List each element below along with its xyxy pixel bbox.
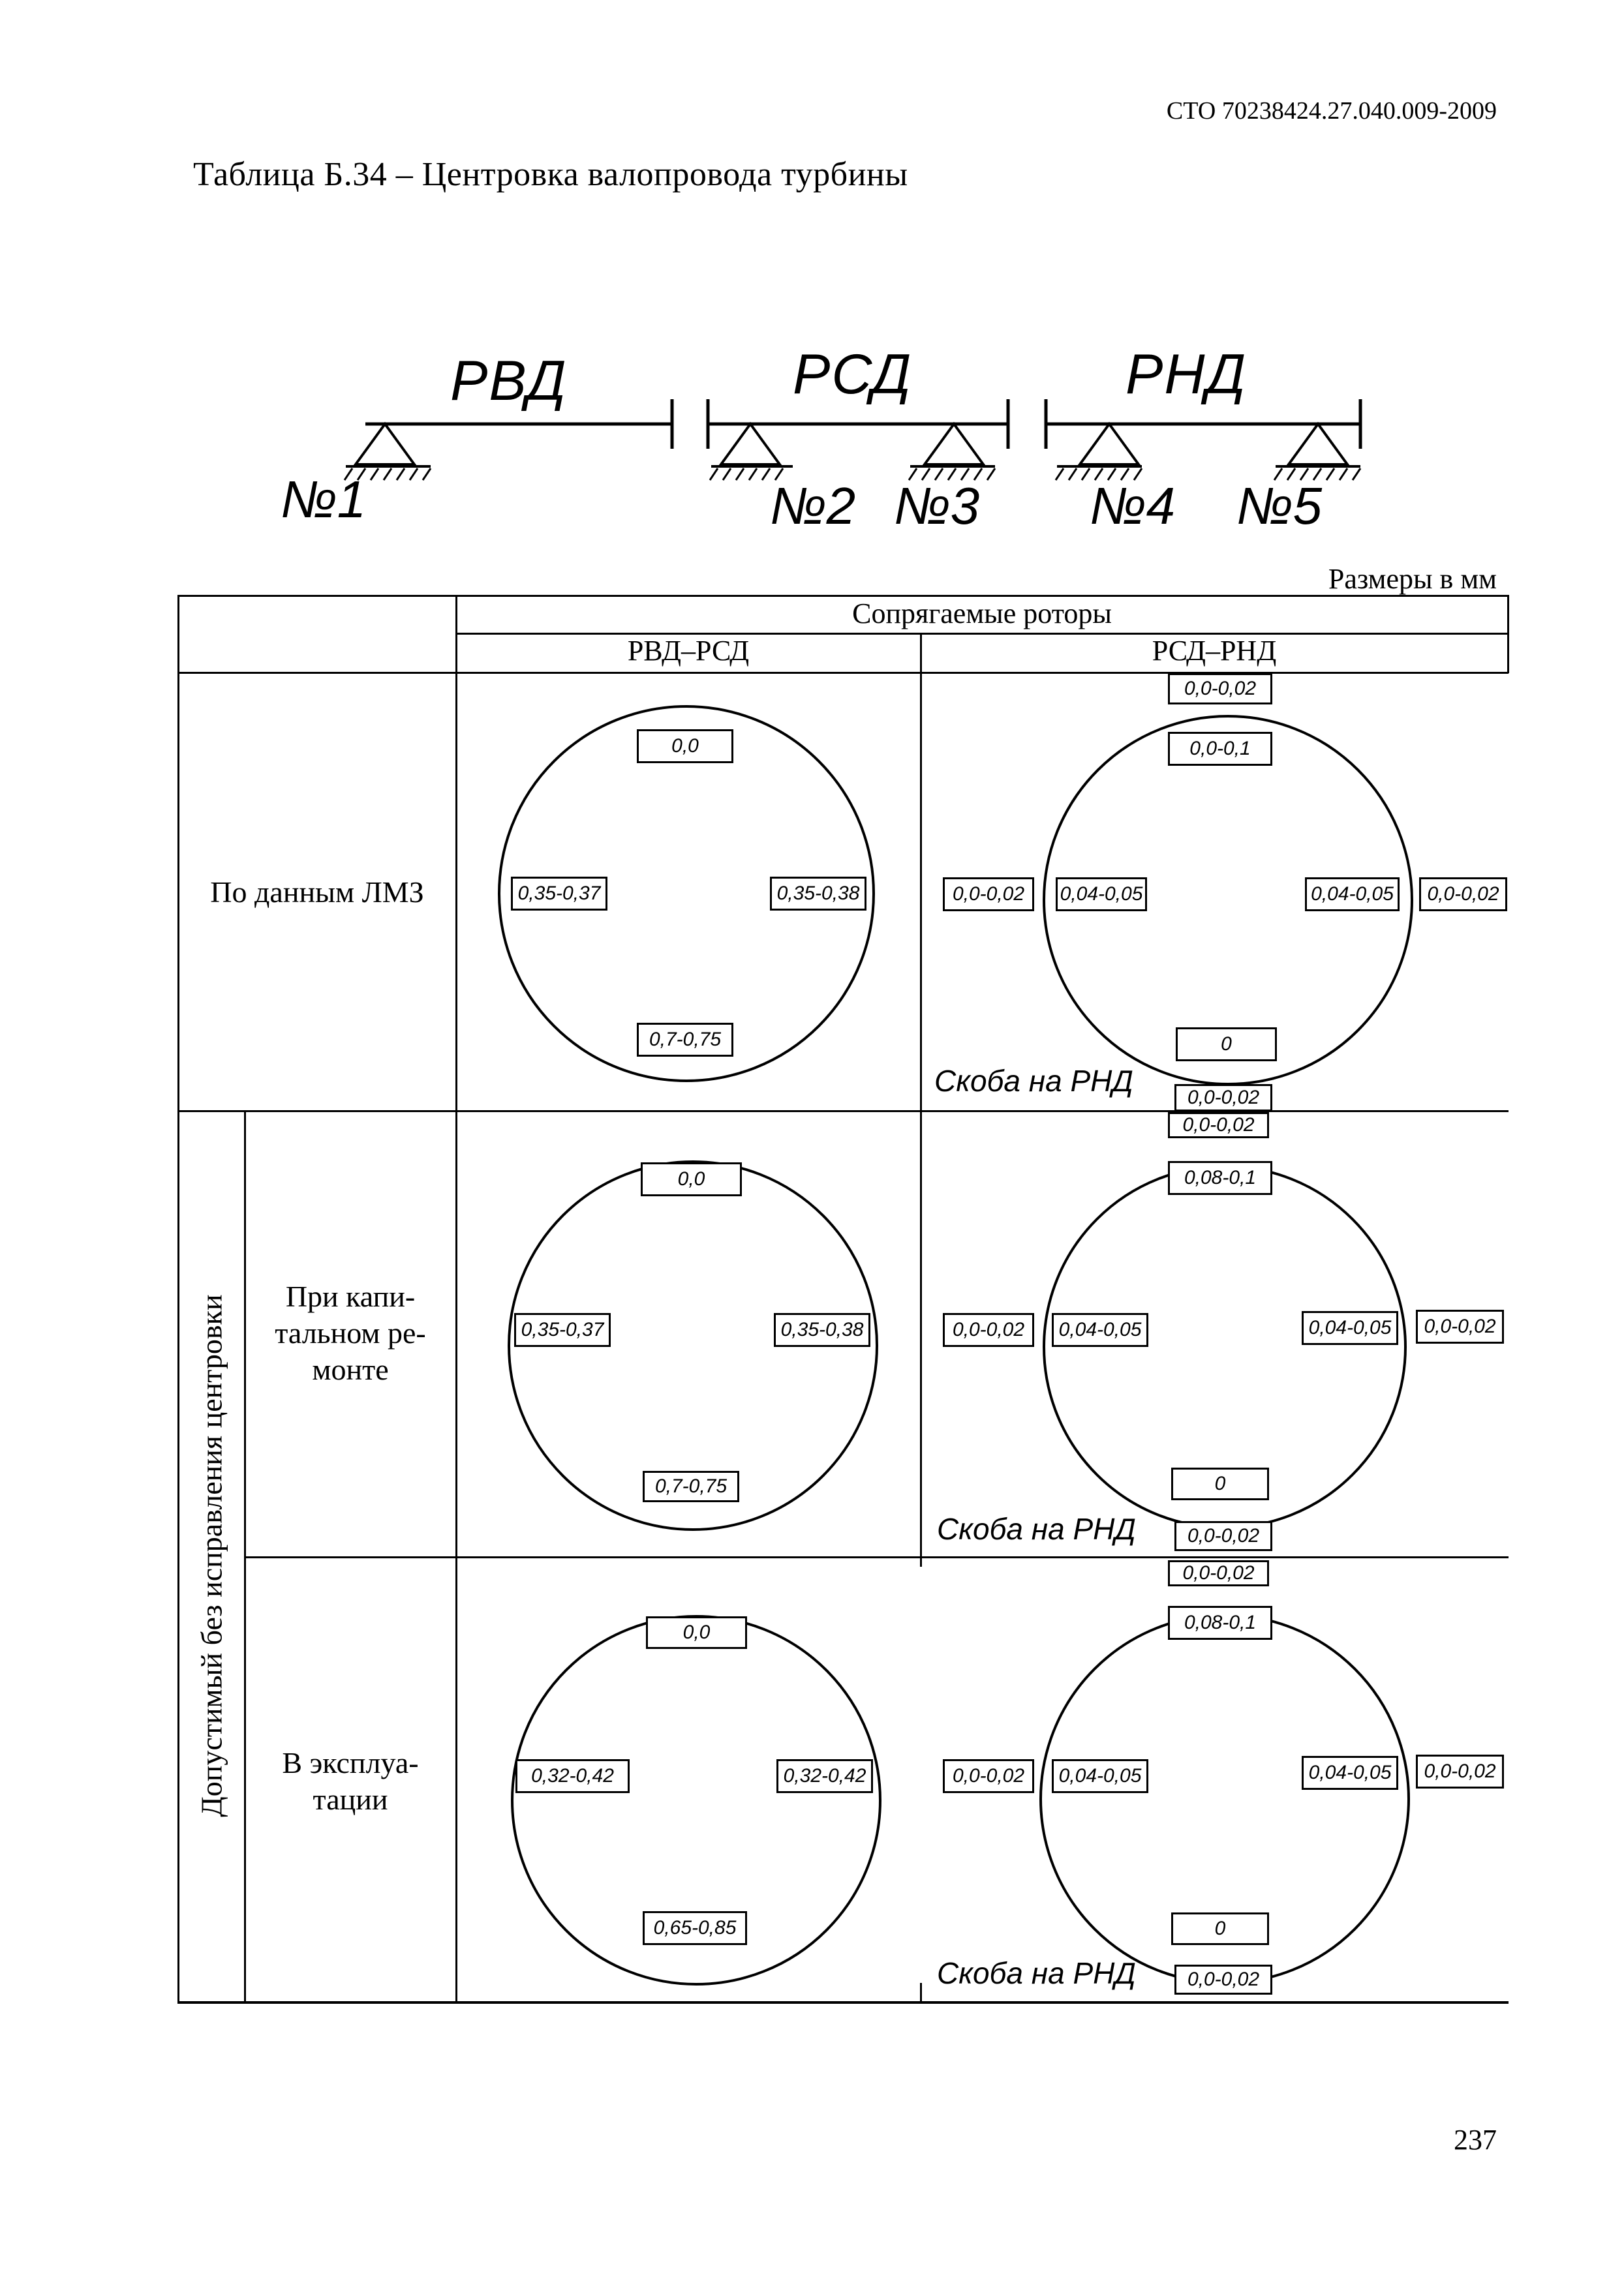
- value-box: 0,04-0,05: [1305, 877, 1400, 911]
- value-box: 0,0-0,02: [1174, 1084, 1272, 1111]
- support-label-5: №5: [1236, 477, 1323, 535]
- value-box: 0,04-0,05: [1302, 1756, 1398, 1790]
- value-box: 0,0-0,02: [1168, 1560, 1269, 1586]
- support-5-icon: [1286, 421, 1350, 466]
- value-box: 0,7-0,75: [637, 1023, 733, 1057]
- rotor-label-rnd: РНД: [1126, 343, 1248, 406]
- support-1-icon: [353, 421, 417, 466]
- value-box: 0,08-0,1: [1168, 1161, 1272, 1195]
- value-box: 0: [1171, 1912, 1269, 1945]
- value-box: 0,0-0,02: [1416, 1310, 1504, 1344]
- header-col-rvd-rsd: РВД–РСД: [627, 635, 750, 667]
- value-box: 0,32-0,42: [515, 1759, 630, 1793]
- value-box: 0,08-0,1: [1168, 1606, 1272, 1640]
- value-box: 0,0-0,1: [1168, 732, 1272, 766]
- row-label-lmz: По данным ЛМЗ: [210, 875, 424, 909]
- value-box: 0,0-0,02: [1168, 673, 1272, 704]
- value-box: 0,0-0,02: [943, 1313, 1034, 1347]
- support-3-icon: [922, 421, 986, 466]
- circle-row1-left: [498, 705, 875, 1082]
- value-box: 0,04-0,05: [1052, 1759, 1148, 1793]
- rotor-label-rvd: РВД: [450, 350, 568, 412]
- support-label-1: №1: [281, 470, 367, 528]
- value-box: 0,35-0,37: [511, 877, 607, 911]
- value-box: 0: [1176, 1027, 1277, 1061]
- value-box: 0,7-0,75: [643, 1471, 739, 1502]
- value-box: 0,65-0,85: [643, 1911, 747, 1945]
- value-box: 0,0-0,02: [943, 877, 1034, 911]
- bracket-label: Скоба на РНД: [934, 1064, 1133, 1098]
- value-box: 0,0: [641, 1162, 742, 1196]
- value-box: 0,0-0,02: [1174, 1521, 1272, 1551]
- bracket-label: Скоба на РНД: [937, 1956, 1136, 1990]
- row-label-operation: В эксплуа- тации: [282, 1746, 419, 1816]
- header-mated-rotors: Сопрягаемые роторы: [852, 597, 1112, 629]
- value-box: 0,0-0,02: [1416, 1755, 1504, 1789]
- value-box: 0,0: [646, 1616, 747, 1649]
- row-label-overhaul: При капи- тальном ре- монте: [275, 1280, 426, 1386]
- document-code: СТО 70238424.27.040.009-2009: [1166, 97, 1497, 125]
- value-box: 0,35-0,38: [774, 1313, 870, 1347]
- value-box: 0,04-0,05: [1302, 1311, 1398, 1345]
- value-box: 0,35-0,37: [514, 1313, 611, 1347]
- page-number: 237: [1454, 2124, 1497, 2156]
- header-col-rsd-rnd: РСД–РНД: [1152, 635, 1277, 667]
- support-4-icon: [1077, 421, 1141, 466]
- rotor-label-rsd: РСД: [793, 343, 913, 406]
- value-box: 0: [1171, 1468, 1269, 1500]
- value-box: 0,0-0,02: [943, 1759, 1034, 1793]
- table-title: Таблица Б.34 – Центровка валопровода тур…: [193, 156, 908, 193]
- value-box: 0,35-0,38: [770, 877, 866, 911]
- value-box: 0,04-0,05: [1052, 1313, 1148, 1347]
- value-box: 0,0-0,02: [1419, 877, 1507, 911]
- support-2-icon: [718, 421, 782, 466]
- value-box: 0,0-0,02: [1168, 1112, 1269, 1138]
- value-box: 0,0-0,02: [1174, 1965, 1272, 1995]
- bracket-label: Скоба на РНД: [937, 1512, 1136, 1546]
- support-label-3: №3: [894, 477, 980, 535]
- support-label-2: №2: [770, 477, 856, 535]
- circle-row2-left: [508, 1160, 878, 1531]
- shaft-diagram: [343, 399, 1362, 481]
- units-note: Размеры в мм: [1328, 563, 1497, 595]
- support-label-4: №4: [1090, 477, 1176, 535]
- value-box: 0,32-0,42: [776, 1759, 873, 1793]
- support-triangles: [346, 421, 1360, 468]
- value-box: 0,0: [637, 729, 733, 763]
- value-box: 0,04-0,05: [1056, 877, 1147, 911]
